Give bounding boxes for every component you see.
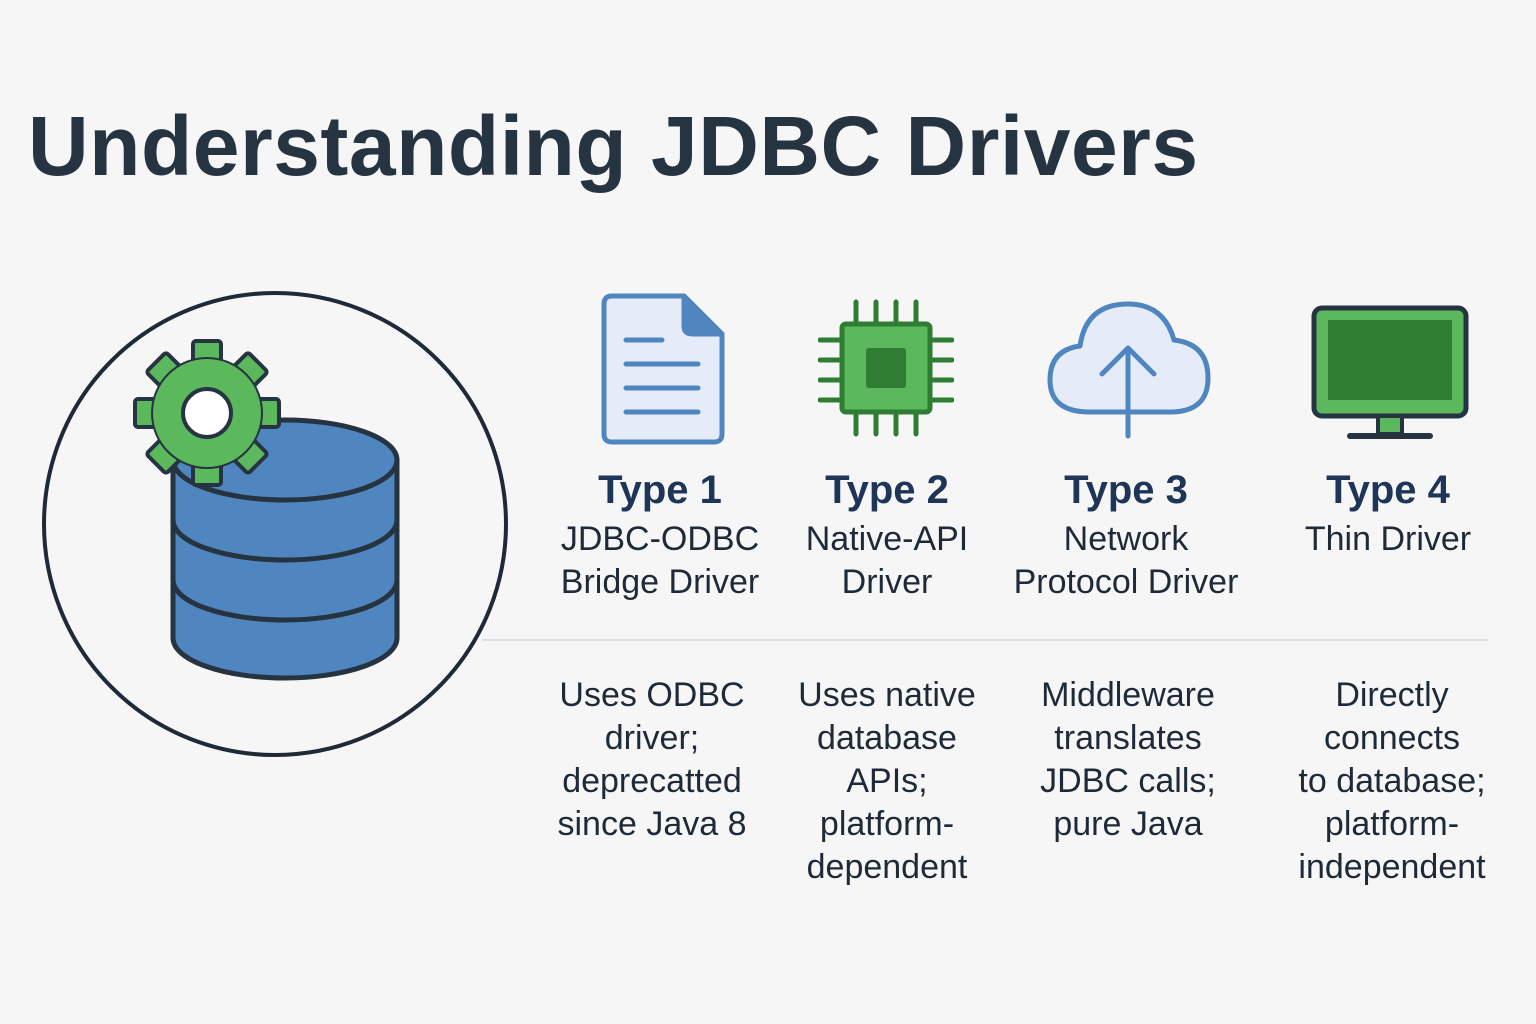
driver-name: Network Protocol Driver [1013,520,1239,601]
document-icon [600,292,726,446]
driver-type-label: Type 3 [1064,468,1188,512]
driver-type-label: Type 1 [598,468,722,512]
driver-column-type-4: Type 4 Thin Driver Directly connects to … [1272,0,1512,1024]
driver-name: Thin Driver [1304,520,1472,558]
driver-name: JDBC-ODBC Bridge Driver [560,520,760,601]
cloud-upload-icon [1046,298,1212,440]
driver-type-label: Type 4 [1326,468,1450,512]
driver-column-type-3: Type 3 Network Protocol Driver Middlewar… [1002,0,1250,1024]
driver-column-type-2: Type 2 Native-API Driver Uses native dat… [770,0,1004,1024]
page-title: Understanding JDBC Drivers [28,99,1199,193]
hero-illustration [40,290,510,758]
driver-description: Directly connects to database; platform-… [1298,676,1486,886]
monitor-icon [1310,304,1470,442]
driver-type-label: Type 2 [825,468,949,512]
driver-description: Uses native database APIs; platform- dep… [798,676,976,886]
driver-name: Native-API Driver [805,520,969,601]
driver-description: Middleware translates JDBC calls; pure J… [1040,676,1216,843]
chip-icon [818,298,954,438]
driver-description: Uses ODBC driver; deprecatted since Java… [557,676,747,843]
driver-column-type-1: Type 1 JDBC-ODBC Bridge Driver Uses ODBC… [530,0,790,1024]
section-divider [482,639,1488,641]
gear-icon [133,339,281,487]
